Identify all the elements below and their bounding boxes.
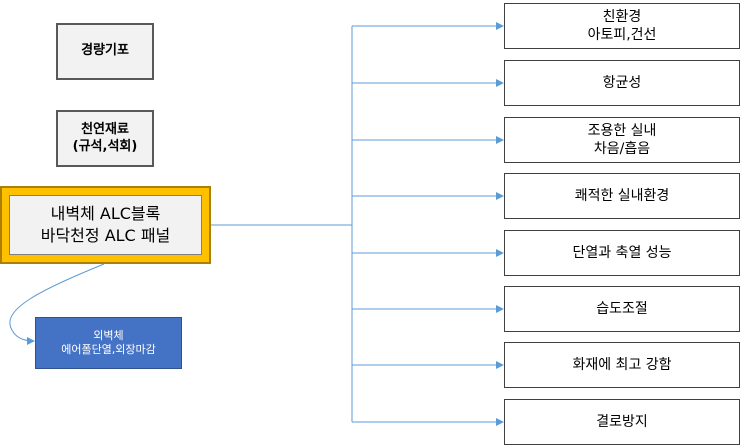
benefit-fire-resistance: 화재에 최고 강함 bbox=[504, 342, 740, 388]
main-alc-node: 내벽체 ALC블록 바닥천정 ALC 패널 bbox=[9, 195, 202, 255]
natural-material-node: 천연재료 (규석,석회) bbox=[56, 110, 154, 167]
benefit-sound-insulation: 조용한 실내 차음/흡음 bbox=[504, 117, 740, 163]
benefit-antibacterial: 항균성 bbox=[504, 60, 740, 106]
main-to-exterior-curve bbox=[9, 263, 105, 345]
exterior-wall-node: 외벽체 에어폴단열,외장마감 bbox=[35, 317, 182, 369]
benefit-comfortable-indoor: 쾌적한 실내환경 bbox=[504, 173, 740, 219]
benefit-condensation-prevention: 결로방지 bbox=[504, 399, 740, 445]
benefit-eco-friendly: 친환경 아토피,건선 bbox=[504, 3, 740, 49]
benefit-humidity-control: 습도조절 bbox=[504, 286, 740, 332]
lightweight-foam-node: 경량기포 bbox=[56, 23, 154, 80]
benefit-thermal-performance: 단열과 축열 성능 bbox=[504, 230, 740, 276]
